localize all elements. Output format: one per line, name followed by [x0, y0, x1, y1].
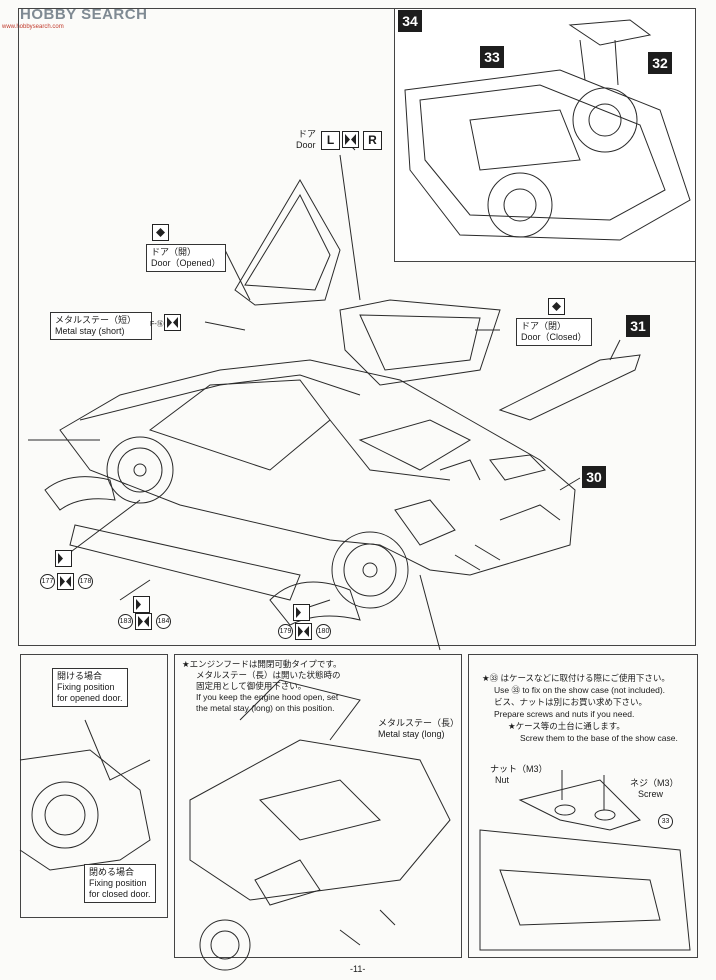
case-note-2: Use ㉝ to fix on the show case (not inclu…	[494, 685, 666, 695]
nut-label-jp: ナット（M3）	[490, 764, 548, 774]
sym-icon-a	[55, 550, 72, 567]
hood-note-jp3: 固定用として御使用下さい。	[196, 681, 307, 691]
step-31-number: 31	[626, 315, 650, 337]
sym-icon-f	[295, 623, 312, 640]
step-34-frame	[394, 8, 696, 262]
detail-showcase-frame	[468, 654, 698, 958]
open-position-label: 開ける場合 Fixing position for opened door.	[52, 668, 128, 707]
step-34-number: 34	[398, 10, 422, 32]
step-32-number: 32	[648, 52, 672, 74]
part-178: 178	[78, 574, 93, 589]
door-label-en: Door	[296, 140, 316, 150]
close-position-jp: 閉める場合	[89, 867, 135, 877]
open-position-en2: for opened door.	[57, 693, 123, 703]
open-position-jp: 開ける場合	[57, 671, 103, 681]
metal-stay-long-en: Metal stay (long)	[378, 729, 445, 739]
hood-note-jp1: ★エンジンフードは開閉可動タイプです。	[182, 659, 342, 669]
part-183: 183	[118, 614, 133, 629]
hood-note-en2: the metal stay (long) on this position.	[196, 703, 335, 713]
close-position-en1: Fixing position	[89, 878, 147, 888]
watermark-brand: HOBBY SEARCH	[20, 6, 148, 23]
hinge-tag: F-⑯	[150, 321, 164, 328]
door-closed-en: Door（Closed）	[521, 332, 587, 342]
close-position-label: 閉める場合 Fixing position for closed door.	[84, 864, 156, 903]
case-note-6: Screw them to the base of the show case.	[520, 733, 678, 743]
door-opened-jp: ドア（開）	[151, 247, 197, 257]
screw-label-jp: ネジ（M3）	[630, 778, 679, 788]
case-note-4: Prepare screws and nuts if you need.	[494, 709, 635, 719]
step-33-number: 33	[480, 46, 504, 68]
hood-note-en1: If you keep the engine hood open, set	[196, 692, 339, 702]
sym-icon-c	[133, 596, 150, 613]
part-180: 180	[316, 624, 331, 639]
cement-icon	[164, 314, 181, 331]
door-opened-label: ドア（開） Door（Opened）	[146, 244, 226, 272]
watermark-logo: HOBBY SEARCH www.hobbysearch.com	[2, 2, 152, 30]
metal-stay-short-jp: メタルステー（短）	[55, 315, 137, 325]
watermark-site: www.hobbysearch.com	[2, 24, 64, 30]
step-30-number: 30	[582, 466, 606, 488]
sym-icon-e	[293, 604, 310, 621]
part-179: 179	[278, 624, 293, 639]
case-note-1: ★㉝ はケースなどに取付ける際にご使用下さい。	[482, 673, 670, 683]
main-assembly-frame	[18, 8, 696, 646]
detail-door-frame	[20, 654, 168, 918]
door-opened-en: Door（Opened）	[151, 258, 221, 268]
page-number: -11-	[350, 964, 366, 974]
close-position-en2: for closed door.	[89, 889, 151, 899]
door-right-badge: R	[363, 131, 382, 150]
sym-icon-b	[57, 573, 74, 590]
part-184: 184	[156, 614, 171, 629]
door-left-badge: L	[321, 131, 340, 150]
screw-label-en: Screw	[638, 789, 664, 799]
case-note-5: ★ケース等の土台に通します。	[508, 721, 625, 731]
detail-hood-frame	[174, 654, 462, 958]
door-label-jp: ドア	[298, 129, 317, 139]
nut-label-en: Nut	[495, 775, 510, 785]
mirror-symmetric-icon	[342, 131, 359, 148]
glue-icon	[152, 224, 169, 241]
door-closed-jp: ドア（閉）	[521, 321, 567, 331]
glue-icon-closed	[548, 298, 565, 315]
part-177: 177	[40, 574, 55, 589]
metal-stay-short-en: Metal stay (short)	[55, 326, 125, 336]
open-position-en1: Fixing position	[57, 682, 115, 692]
metal-stay-long-jp: メタルステー（長）	[378, 718, 460, 728]
door-closed-label: ドア（閉） Door（Closed）	[516, 318, 592, 346]
metal-stay-short-label: メタルステー（短） Metal stay (short)	[50, 312, 152, 340]
part-33-marker: 33	[658, 814, 673, 829]
sym-icon-d	[135, 613, 152, 630]
hood-note-jp2: メタルステー（長）は開いた状態時の	[196, 670, 341, 680]
case-note-3: ビス、ナットは別にお買い求め下さい。	[494, 697, 648, 707]
